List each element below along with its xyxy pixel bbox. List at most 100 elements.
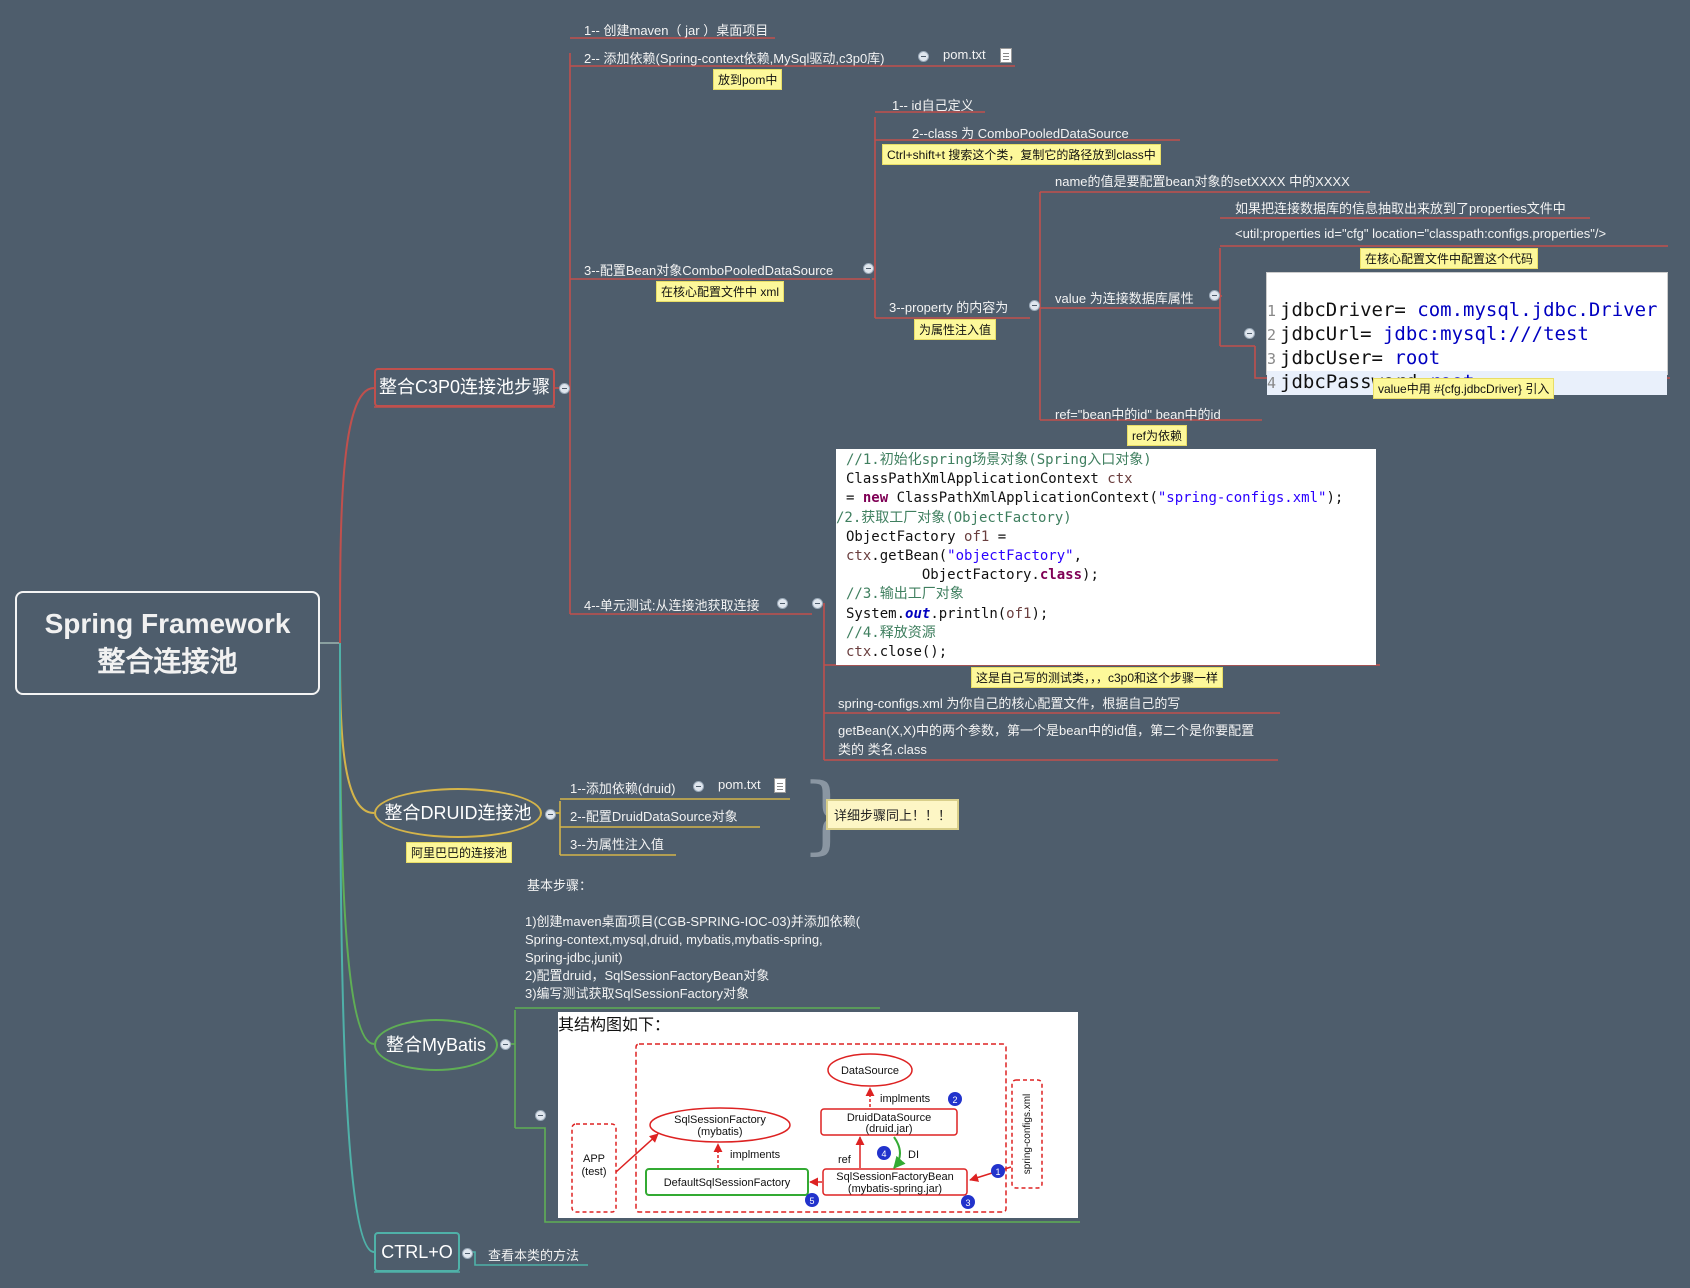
druid-note: 阿里巴巴的连接池: [406, 842, 513, 863]
getbean-item-2[interactable]: 类的 类名.class: [838, 742, 927, 757]
svg-text:SqlSessionFactory: SqlSessionFactory: [674, 1114, 766, 1126]
sqlsessionfactorybean-node: [822, 1168, 968, 1196]
value-item[interactable]: value 为连接数据库属性: [1055, 291, 1194, 306]
svg-text:DefaultSqlSessionFactory: DefaultSqlSessionFactory: [664, 1177, 791, 1189]
collapse-toggle-property[interactable]: [1029, 300, 1040, 311]
app-box: [571, 1123, 617, 1213]
druid-step1-file[interactable]: pom.txt: [718, 777, 761, 792]
sqlsessionfactory-node: [649, 1107, 791, 1143]
basic-step-1b: Spring-context,mysql,druid, mybatis,myba…: [525, 932, 823, 947]
druid-step2[interactable]: 2--配置DruidDataSource对象: [570, 809, 738, 824]
root-subtitle: 整合连接池: [97, 646, 238, 677]
svg-text:5: 5: [809, 1196, 814, 1206]
root-topic[interactable]: Spring Framework 整合连接池: [15, 591, 320, 695]
svg-text:DataSource: DataSource: [841, 1065, 899, 1077]
druid-step3[interactable]: 3--为属性注入值: [570, 837, 664, 852]
diagram-title: 其结构图如下：: [558, 1016, 670, 1034]
step2-note: 放到pom中: [713, 69, 783, 90]
svg-text:3: 3: [965, 1198, 970, 1208]
file-icon[interactable]: [774, 778, 786, 793]
datasource-node: [827, 1053, 913, 1087]
property-item[interactable]: 3--property 的内容为: [889, 300, 1009, 315]
druid-step1[interactable]: 1--添加依赖(druid): [570, 781, 676, 796]
c3p0-step1[interactable]: 1-- 创建maven（ jar ）桌面项目: [584, 23, 769, 38]
svg-text:implments: implments: [880, 1093, 931, 1105]
basic-steps-title: 基本步骤：: [527, 878, 593, 893]
util-item[interactable]: <util:properties id="cfg" location="clas…: [1235, 226, 1607, 241]
druiddatasource-node: [820, 1108, 958, 1136]
step2-file-label[interactable]: pom.txt: [943, 47, 986, 62]
collapse-toggle-druid-step1[interactable]: [693, 781, 704, 792]
svg-text:SqlSessionFactoryBean: SqlSessionFactoryBean: [836, 1171, 953, 1183]
svg-text:(test): (test): [581, 1166, 606, 1178]
c3p0-step3[interactable]: 3--配置Bean对象ComboPooledDataSource: [584, 263, 834, 278]
basic-step-2: 2)配置druid，SqlSessionFactoryBean对象: [525, 968, 770, 983]
svg-text:(mybatis-spring.jar): (mybatis-spring.jar): [848, 1183, 942, 1195]
topic-mybatis-label: 整合MyBatis: [385, 1035, 486, 1055]
c3p0-step2[interactable]: 2-- 添加依赖(Spring-context依赖,MySql驱动,c3p0库): [584, 51, 885, 66]
svg-text:1: 1: [995, 1167, 1000, 1177]
test-note: 这是自己写的测试类，，，c3p0和这个步骤一样: [971, 667, 1224, 688]
test-code-block: //1.初始化spring场景对象(Spring入口对象) ClassPathX…: [836, 449, 1376, 665]
structure-diagram-svg: 其结构图如下： APP (test) SqlSessionFactory (my…: [558, 1016, 1043, 1213]
svg-text:APP: APP: [583, 1153, 605, 1165]
collapse-toggle-mybatis[interactable]: [500, 1039, 511, 1050]
collapse-toggle-step3[interactable]: [863, 263, 874, 274]
collapse-toggle-c3p0[interactable]: [559, 383, 570, 394]
name-item[interactable]: name的值是要配置bean对象的setXXXX 中的XXXX: [1055, 174, 1350, 189]
spring-configs-box: [1011, 1079, 1043, 1189]
topic-c3p0-label: 整合C3P0连接池步骤: [378, 377, 551, 397]
topic-druid-label: 整合DRUID连接池: [384, 803, 532, 823]
util-note: 在核心配置文件中配置这个代码: [1360, 248, 1539, 269]
mybatis-basic-steps: 基本步骤： 1)创建maven桌面项目(CGB-SPRING-IOC-03)并添…: [525, 877, 860, 1003]
collapse-toggle-step2[interactable]: [918, 51, 929, 62]
collapse-toggle-test[interactable]: [812, 598, 823, 609]
collapse-toggle-ctrlo[interactable]: [462, 1248, 473, 1259]
properties-item[interactable]: 如果把连接数据库的信息抽取出来放到了properties文件中: [1235, 201, 1566, 216]
svg-text:(druid.jar): (druid.jar): [865, 1123, 912, 1135]
ctrlo-item[interactable]: 查看本类的方法: [488, 1248, 580, 1263]
value-note: value中用 #{cfg.jdbcDriver} 引入: [1373, 378, 1555, 399]
file-icon[interactable]: [1000, 48, 1012, 63]
collapse-toggle-druid[interactable]: [545, 809, 556, 820]
getbean-item-1[interactable]: getBean(X,X)中的两个参数，第一个是bean中的id值，第二个是你要配…: [838, 723, 1255, 738]
collapse-toggle-diagram[interactable]: [535, 1110, 546, 1121]
svg-text:spring-configs.xml: spring-configs.xml: [1022, 1094, 1033, 1175]
class-note: Ctrl+shift+t 搜索这个类，复制它的路径放到class中: [882, 144, 1161, 165]
mybatis-structure-diagram: 其结构图如下： APP (test) SqlSessionFactory (my…: [558, 1012, 1078, 1218]
class-item[interactable]: 2--class 为 ComboPooledDataSource: [912, 126, 1129, 141]
step3-note: 在核心配置文件中 xml: [656, 281, 784, 302]
topic-ctrlo[interactable]: CTRL+O: [374, 1232, 460, 1272]
root-title: Spring Framework: [44, 608, 291, 639]
svg-text:ref: ref: [838, 1154, 852, 1166]
c3p0-step4[interactable]: 4--单元测试:从连接池获取连接: [584, 598, 760, 613]
topic-mybatis[interactable]: 整合MyBatis: [374, 1019, 498, 1071]
topic-druid[interactable]: 整合DRUID连接池: [374, 788, 542, 838]
defaultsqlsessionfactory-node: [645, 1168, 809, 1196]
topic-c3p0[interactable]: 整合C3P0连接池步骤: [374, 368, 555, 407]
svg-text:DI: DI: [908, 1149, 919, 1161]
basic-step-1a: 1)创建maven桌面项目(CGB-SPRING-IOC-03)并添加依赖(: [525, 914, 861, 929]
svg-text:implments: implments: [730, 1149, 781, 1161]
ref-note: ref为依赖: [1127, 425, 1188, 446]
collapse-toggle-step4[interactable]: [777, 598, 788, 609]
property-note: 为属性注入值: [914, 319, 997, 340]
id-item[interactable]: 1-- id自己定义: [892, 98, 974, 113]
svg-text:DruidDataSource: DruidDataSource: [847, 1112, 931, 1124]
ref-item[interactable]: ref="bean中的id" bean中的id: [1055, 407, 1221, 422]
basic-step-3: 3)编写测试获取SqlSessionFactory对象: [525, 986, 749, 1001]
svg-text:(mybatis): (mybatis): [697, 1126, 742, 1138]
druid-detail-note: 详细步骤同上！！！: [826, 799, 960, 830]
basic-step-1c: Spring-jdbc,junit): [525, 950, 623, 965]
collapse-toggle-value[interactable]: [1209, 290, 1220, 301]
configs-item[interactable]: spring-configs.xml 为你自己的核心配置文件，根据自己的写: [838, 696, 1181, 711]
topic-ctrlo-label: CTRL+O: [381, 1242, 453, 1262]
svg-text:4: 4: [881, 1149, 886, 1159]
svg-text:2: 2: [952, 1095, 957, 1105]
collapse-toggle-props-code[interactable]: [1244, 328, 1255, 339]
